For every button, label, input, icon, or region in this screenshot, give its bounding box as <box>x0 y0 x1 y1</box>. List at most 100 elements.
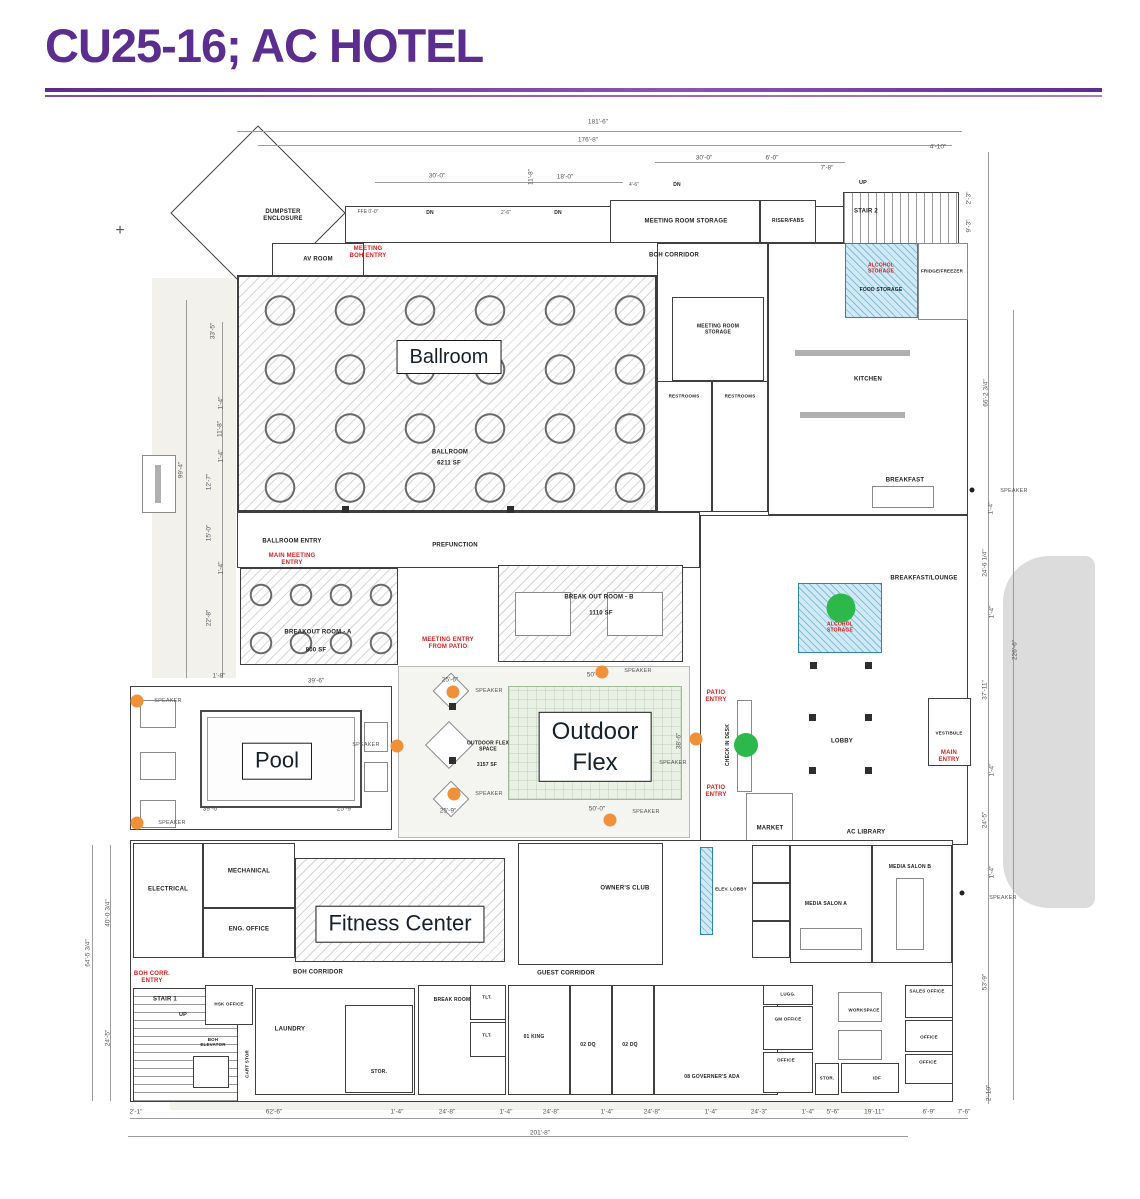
dimension-label: 37'-11" <box>981 680 989 700</box>
dimension-label: 24'-8" <box>542 1108 560 1116</box>
room-label: MEETING ROOM STORAGE <box>696 323 740 335</box>
room-label: MECHANICAL <box>227 868 271 875</box>
lounger-3 <box>140 800 176 828</box>
entry-label: BOH CORR. ENTRY <box>133 971 171 984</box>
dimension-label: 1'-4" <box>704 1108 718 1116</box>
office-3 <box>905 1054 953 1084</box>
room-label: GUEST CORRIDOR <box>537 970 595 977</box>
market <box>746 793 793 843</box>
dimension-label: 39'-6" <box>307 677 325 685</box>
tlt-1 <box>470 985 506 1020</box>
column-marker <box>864 713 872 721</box>
room-label: 01 KING <box>523 1034 545 1041</box>
prefunction <box>237 512 700 568</box>
room-label: CHECK IN DESK <box>725 723 732 767</box>
meeting-room-storage-top <box>610 200 760 243</box>
dimension-label: 1'-4" <box>600 1108 614 1116</box>
room-label: BREAKOUT ROOM - A <box>284 629 352 636</box>
dimension-label: 1'-8" <box>212 672 226 680</box>
dimension-label: 24'-8" <box>438 1108 456 1116</box>
room-label: RISER/FABS <box>771 218 805 225</box>
dimension-label: + <box>115 221 125 239</box>
room-label: DN <box>426 210 434 217</box>
hsk-office <box>205 985 253 1025</box>
media-a-table <box>800 928 862 950</box>
speaker-label: SPEAKER <box>158 819 186 826</box>
room-label: GM OFFICE <box>774 1016 802 1022</box>
dimension-label: 1'-4" <box>217 396 225 410</box>
entry-label: MEETING ENTRY FROM PATIO <box>422 637 474 650</box>
column-marker <box>809 661 817 669</box>
lugg <box>763 985 813 1005</box>
room-label: DUMPSTER ENCLOSURE <box>263 209 303 222</box>
room-label: LUGG. <box>780 991 796 997</box>
dimension-label: 6'-9" <box>922 1108 936 1116</box>
room-label: UP <box>858 179 868 186</box>
room-label: MARKET <box>756 825 784 832</box>
dimension-label: 18'-0" <box>556 173 574 181</box>
room-label: 6211 SF <box>437 460 461 467</box>
breakout-room-a <box>240 568 398 665</box>
dimension-label: 24'-3" <box>750 1108 768 1116</box>
tlt-2 <box>470 1022 506 1057</box>
room-label: STAIR 2 <box>854 208 878 215</box>
pool-chairs-1 <box>364 722 388 752</box>
dimension-label: 9'-3" <box>965 219 973 233</box>
room-label: BREAKFAST <box>885 477 925 484</box>
speaker-label: SPEAKER <box>1000 487 1028 494</box>
speaker-label: SPEAKER <box>154 697 182 704</box>
sales-office <box>905 985 953 1018</box>
dimension-label: 99'-4" <box>177 461 185 479</box>
dimension-label: 11'-8" <box>527 168 535 186</box>
room-label: 02 DQ <box>622 1042 638 1049</box>
column-marker <box>341 505 349 513</box>
fridge-freezer <box>918 243 968 320</box>
meeting-room-storage-2 <box>672 297 764 381</box>
room-label: TLT. <box>482 1032 492 1038</box>
dimension-label: FFE 0'-0" <box>357 209 379 216</box>
dimension-label: 1'-4" <box>988 763 996 777</box>
kitchen-counter-2 <box>800 412 905 418</box>
room-label: BOH CORRIDOR <box>292 969 344 976</box>
dimension-label: 226'-6" <box>1011 639 1019 661</box>
lobby-block <box>700 515 968 845</box>
dimension-label: 1'-4" <box>217 449 225 463</box>
dimension-label: 50'-0" <box>586 671 604 679</box>
dimension-label: 64'-5 3/4" <box>84 939 92 967</box>
green-marker <box>826 593 856 623</box>
sign-bar <box>155 465 161 503</box>
dimension-label: 25'-9" <box>439 807 457 815</box>
dimension-label: 2'-1" <box>129 1108 143 1116</box>
room-label: ENG. OFFICE <box>228 926 270 933</box>
room-label: STAIR 1 <box>153 996 177 1003</box>
dimension-label: 2'-3" <box>965 191 973 205</box>
dimension-label: 2'-6" <box>501 210 511 217</box>
dimension-label: 24'-5" <box>104 1029 112 1047</box>
room-label: PREFUNCTION <box>432 542 478 549</box>
room-label: BOH CORRIDOR <box>648 252 700 259</box>
room-label: BREAK OUT ROOM - B <box>564 594 634 601</box>
av-room <box>272 243 364 276</box>
dimension-label: 4'-6" <box>629 182 639 189</box>
room-label: BREAK ROOM <box>433 997 471 1004</box>
entry-label: PATIO ENTRY <box>705 785 727 798</box>
room-label: FRIDGE/FREEZER <box>920 268 964 274</box>
speaker-dot <box>390 739 404 753</box>
speaker-dot <box>595 665 609 679</box>
room-label: DN <box>554 210 562 217</box>
dimension-label: 24'-8" <box>643 1108 661 1116</box>
vestibule <box>928 698 971 766</box>
dimension-line <box>128 1136 908 1137</box>
dimension-line <box>110 845 111 1101</box>
dimension-label: 38'-6" <box>675 732 683 750</box>
dimension-label: 62'-6" <box>265 1108 283 1116</box>
dimension-label: 30'-0" <box>428 172 446 180</box>
media-b-table <box>896 878 924 950</box>
room-label: SALES OFFICE <box>909 988 945 994</box>
idf <box>841 1063 899 1093</box>
ballroom-label-box: Ballroom <box>396 340 502 374</box>
speaker-label: SPEAKER <box>475 687 503 694</box>
column-marker <box>864 661 872 669</box>
room-label: BALLROOM <box>431 449 469 456</box>
column-marker <box>448 702 456 710</box>
